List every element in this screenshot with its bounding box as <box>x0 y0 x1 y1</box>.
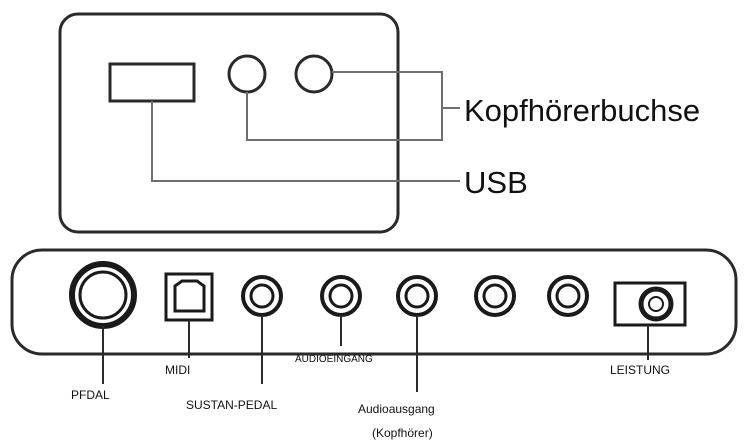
bottom-panel-outline <box>10 248 738 356</box>
audio-in-jack <box>320 275 362 317</box>
audio-out-jack-3 <box>547 275 589 317</box>
audio-out-label: Audioausgang <box>358 402 435 416</box>
power-socket-pin <box>648 296 664 312</box>
sustain-pedal-label: SUSTAN-PEDAL <box>186 398 277 412</box>
headphone-label: Kopfhörerbuchse <box>464 93 700 128</box>
audio-out-note-label: (Kopfhörer) <box>372 426 433 440</box>
audio-out-jack-1 <box>396 275 438 317</box>
audio-in-label: AUDIOEINGANG <box>295 354 373 365</box>
power-socket-outer <box>613 281 687 327</box>
headphone-leader-line <box>246 71 443 141</box>
usb-leader-line <box>151 101 460 182</box>
usb-port <box>108 62 196 103</box>
power-socket-ring <box>638 286 674 322</box>
headphone-jack-2 <box>294 54 334 94</box>
midi-port-inner <box>173 279 206 313</box>
top-panel-outline <box>58 12 400 234</box>
audio-out-jack-2 <box>474 275 516 317</box>
pedal-jack-inner <box>78 270 128 320</box>
power-label: LEISTUNG <box>610 363 670 377</box>
pedal-label: PFDAL <box>71 388 110 402</box>
usb-label: USB <box>464 165 528 200</box>
midi-label: MIDI <box>165 363 190 377</box>
headphone-jack-1 <box>227 54 267 94</box>
sustain-pedal-jack <box>241 275 283 317</box>
